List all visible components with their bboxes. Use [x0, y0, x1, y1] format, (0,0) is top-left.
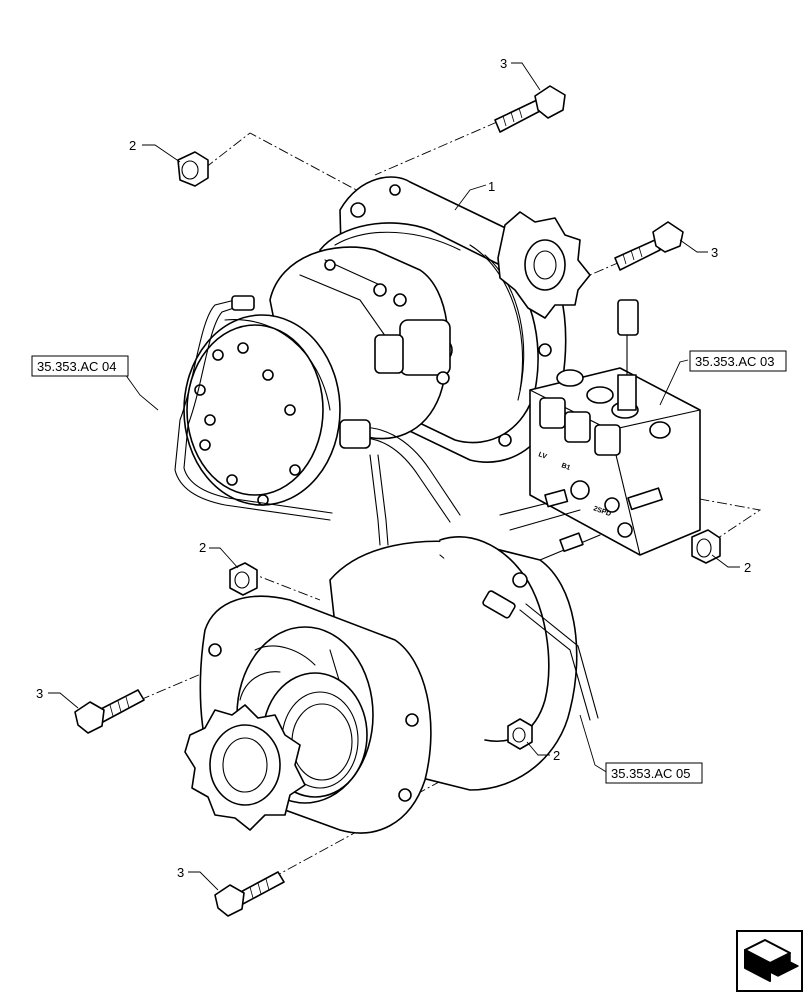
callout-3-right: 3 [711, 245, 718, 260]
upper-sprocket [497, 211, 591, 319]
reference-04-label: 35.353.AC 04 [37, 359, 117, 374]
bolt-right [614, 221, 684, 271]
reference-box-03: 35.353.AC 03 [689, 350, 787, 372]
reference-03-label: 35.353.AC 03 [695, 354, 775, 369]
nut-middle-left [229, 562, 258, 596]
reference-box-05: 35.353.AC 05 [605, 762, 703, 784]
callout-1: 1 [488, 179, 495, 194]
previous-page-icon[interactable] [736, 930, 803, 992]
upper-end-cover [183, 314, 341, 506]
callout-3-middle-left: 3 [36, 686, 43, 701]
callout-2-right: 2 [744, 560, 751, 575]
valve-port-lv: LV [537, 451, 548, 461]
reference-box-04: 35.353.AC 04 [31, 355, 129, 377]
bolt-bottom [214, 871, 285, 917]
nut-upper-left [177, 151, 209, 187]
nut-right [691, 529, 721, 564]
lower-sprocket [184, 704, 306, 831]
upper-drive-motor [174, 176, 591, 546]
nut-lower [507, 718, 533, 750]
bolt-top [494, 85, 566, 133]
callout-3-top: 3 [500, 56, 507, 71]
bolt-middle-left [74, 689, 145, 734]
callout-2-top-left: 2 [129, 138, 136, 153]
leader-lines [48, 62, 740, 891]
lower-drive-motor [184, 536, 599, 834]
valve-port-b1: B1 [560, 462, 571, 472]
callout-2-lower: 2 [553, 748, 560, 763]
reference-05-label: 35.353.AC 05 [611, 766, 691, 781]
control-valve-block: LV B1 2SPD [499, 299, 701, 561]
callout-3-bottom: 3 [177, 865, 184, 880]
callout-2-middle-left: 2 [199, 540, 206, 555]
